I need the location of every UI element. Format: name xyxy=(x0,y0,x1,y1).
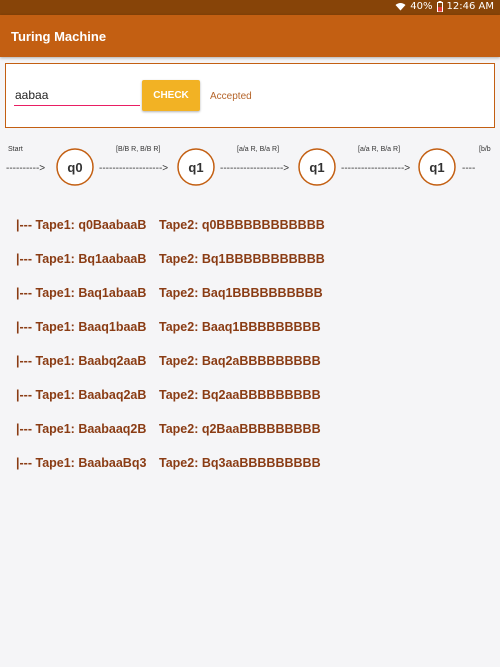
battery-icon xyxy=(436,1,443,12)
tape2-value: Tape2: q0BBBBBBBBBBBB xyxy=(159,218,325,232)
transition-label-0: [B/B R, B/B R] xyxy=(116,146,160,153)
trace-row: |--- Tape1: Baabq2aaB Tape2: Baq2aBBBBBB… xyxy=(16,354,321,368)
trace-prefix: |--- xyxy=(16,388,32,402)
arrow-3: -------------------> xyxy=(341,163,410,174)
trace-row: |--- Tape1: Baabaaq2B Tape2: q2BaaBBBBBB… xyxy=(16,422,321,436)
tape2-value: Tape2: Bq1BBBBBBBBBBB xyxy=(159,252,325,266)
trace-prefix: |--- xyxy=(16,218,32,232)
state-label-2: q1 xyxy=(309,160,324,175)
arrow-4: ---- xyxy=(462,163,475,174)
trace-row: |--- Tape1: Baq1abaaB Tape2: Baq1BBBBBBB… xyxy=(16,286,323,300)
tape1-value: Tape1: Baabaaq2B xyxy=(35,422,147,436)
clock: 12:46 AM xyxy=(446,1,494,12)
arrow-2: -------------------> xyxy=(220,163,289,174)
trace-prefix: |--- xyxy=(16,354,32,368)
tape2-value: Tape2: Baaq1BBBBBBBBB xyxy=(159,320,321,334)
tape2-value: Tape2: Baq2aBBBBBBBBB xyxy=(159,354,321,368)
tape1-value: Tape1: Baabq2aaB xyxy=(35,354,147,368)
app-bar: Turing Machine xyxy=(0,15,500,57)
state-diagram: Start ----------> -------------------> -… xyxy=(0,138,500,188)
arrow-1: -------------------> xyxy=(99,163,168,174)
tape1-value: Tape1: Baabaq2aB xyxy=(35,388,147,402)
tape1-value: Tape1: BaabaaBq3 xyxy=(35,456,147,470)
state-node-2: q1 xyxy=(298,148,336,186)
status-icons: 40% 12:46 AM xyxy=(395,1,494,12)
trace-prefix: |--- xyxy=(16,456,32,470)
state-node-0: q0 xyxy=(56,148,94,186)
trace-prefix: |--- xyxy=(16,422,32,436)
battery-percent: 40% xyxy=(410,1,433,12)
trace-row: |--- Tape1: Baaq1baaB Tape2: Baaq1BBBBBB… xyxy=(16,320,321,334)
state-label-1: q1 xyxy=(188,160,203,175)
transition-label-3: [b/b xyxy=(479,146,491,153)
tape1-value: Tape1: Baq1abaaB xyxy=(35,286,147,300)
tape2-value: Tape2: Baq1BBBBBBBBBB xyxy=(159,286,323,300)
state-node-1: q1 xyxy=(177,148,215,186)
state-label-3: q1 xyxy=(429,160,444,175)
result-label: Accepted xyxy=(210,91,252,102)
tape1-value: Tape1: Bq1aabaaB xyxy=(35,252,147,266)
start-label: Start xyxy=(8,146,23,153)
tape2-value: Tape2: q2BaaBBBBBBBBB xyxy=(159,422,321,436)
check-button[interactable]: CHECK xyxy=(142,80,200,111)
state-node-3: q1 xyxy=(418,148,456,186)
arrow-0: ----------> xyxy=(6,163,45,174)
transition-label-2: [a/a R, B/a R] xyxy=(358,146,400,153)
trace-row: |--- Tape1: Baabaq2aB Tape2: Bq2aaBBBBBB… xyxy=(16,388,321,402)
state-diagram-canvas: Start ----------> -------------------> -… xyxy=(6,146,491,186)
trace-prefix: |--- xyxy=(16,286,32,300)
status-bar: 40% 12:46 AM xyxy=(0,0,500,15)
trace-prefix: |--- xyxy=(16,320,32,334)
transition-label-1: [a/a R, B/a R] xyxy=(237,146,279,153)
state-label-0: q0 xyxy=(67,160,82,175)
wifi-icon xyxy=(395,3,406,11)
trace-prefix: |--- xyxy=(16,252,32,266)
input-card: CHECK Accepted xyxy=(5,63,495,128)
trace-row: |--- Tape1: Bq1aabaaB Tape2: Bq1BBBBBBBB… xyxy=(16,252,325,266)
app-title: Turing Machine xyxy=(11,29,107,44)
word-input[interactable] xyxy=(14,86,140,106)
tape2-value: Tape2: Bq2aaBBBBBBBBB xyxy=(159,388,321,402)
trace-row: |--- Tape1: q0BaabaaB Tape2: q0BBBBBBBBB… xyxy=(16,218,325,232)
trace-row: |--- Tape1: BaabaaBq3 Tape2: Bq3aaBBBBBB… xyxy=(16,456,321,470)
tape2-value: Tape2: Bq3aaBBBBBBBBB xyxy=(159,456,321,470)
tape1-value: Tape1: Baaq1baaB xyxy=(35,320,147,334)
tape1-value: Tape1: q0BaabaaB xyxy=(35,218,147,232)
